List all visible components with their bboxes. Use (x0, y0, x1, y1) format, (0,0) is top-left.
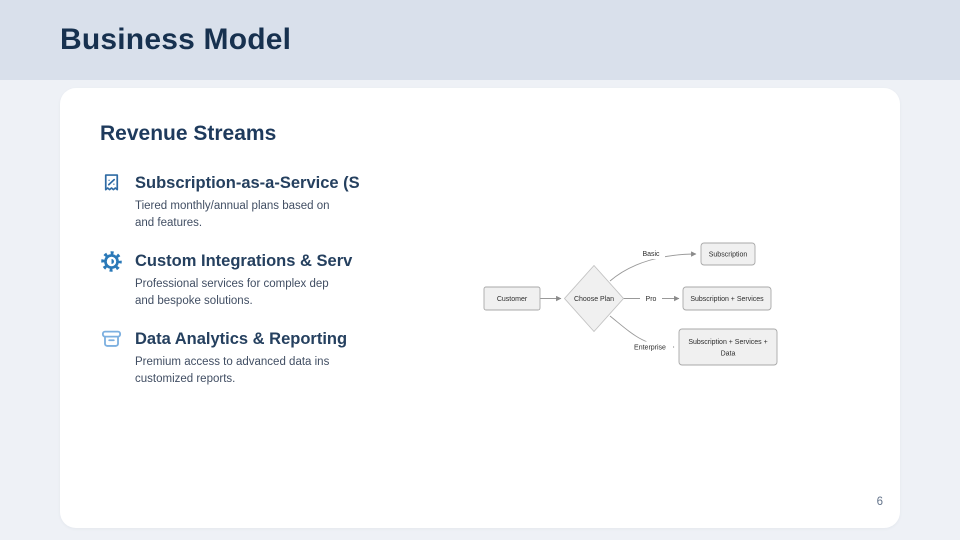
svg-text:Subscription + Services +: Subscription + Services + (688, 339, 767, 346)
revenue-item-integrations: Custom Integrations & Serv Professional … (100, 249, 860, 309)
slide-title: Business Model (60, 23, 292, 56)
edge-label-bg (627, 341, 673, 353)
item-description: Premium access to advanced data ins cust… (135, 356, 330, 385)
gear-icon (100, 250, 123, 273)
slide-header: Business Model (0, 0, 960, 80)
svg-text:Subscription + Services: Subscription + Services (690, 296, 764, 303)
revenue-flowchart: Basic Pro Enterprise Customer Choose Pla… (483, 242, 778, 366)
revenue-items-list: Subscription-as-a-Service (S Tiered mont… (100, 171, 860, 387)
svg-text:Data: Data (721, 351, 736, 358)
node-subscription-services-data: Subscription + Services + Data (678, 328, 778, 366)
node-subscription: Subscription (700, 242, 756, 266)
content-card: Revenue Streams Subscription-as-a-Servic… (60, 88, 900, 528)
revenue-item-saas: Subscription-as-a-Service (S Tiered mont… (100, 171, 860, 231)
node-subscription-services: Subscription + Services (682, 286, 772, 311)
svg-text:Subscription: Subscription (709, 252, 748, 259)
edge-label-bg (637, 248, 665, 259)
item-description: Professional services for complex dep an… (135, 278, 329, 307)
item-title: Subscription-as-a-Service (S (135, 174, 360, 192)
edge-label-enterprise: Enterprise (634, 345, 666, 352)
edge-label-pro: Pro (646, 296, 657, 303)
item-description: Tiered monthly/annual plans based on and… (135, 200, 330, 229)
edge-basic (609, 251, 697, 282)
edge-label-bg (640, 293, 662, 304)
revenue-item-analytics: Data Analytics & Reporting Premium acces… (100, 327, 860, 387)
edge-label-basic: Basic (642, 251, 660, 258)
svg-text:Customer: Customer (497, 296, 528, 303)
page-number: 6 (876, 496, 883, 508)
archive-box-icon (100, 328, 123, 351)
node-choose-plan: Choose Plan (563, 264, 625, 333)
item-title: Data Analytics & Reporting (135, 330, 348, 348)
node-customer: Customer (483, 286, 541, 311)
item-title: Custom Integrations & Serv (135, 252, 353, 270)
section-heading: Revenue Streams (100, 122, 277, 145)
receipt-percent-icon (100, 172, 123, 195)
svg-text:Choose Plan: Choose Plan (574, 296, 614, 303)
